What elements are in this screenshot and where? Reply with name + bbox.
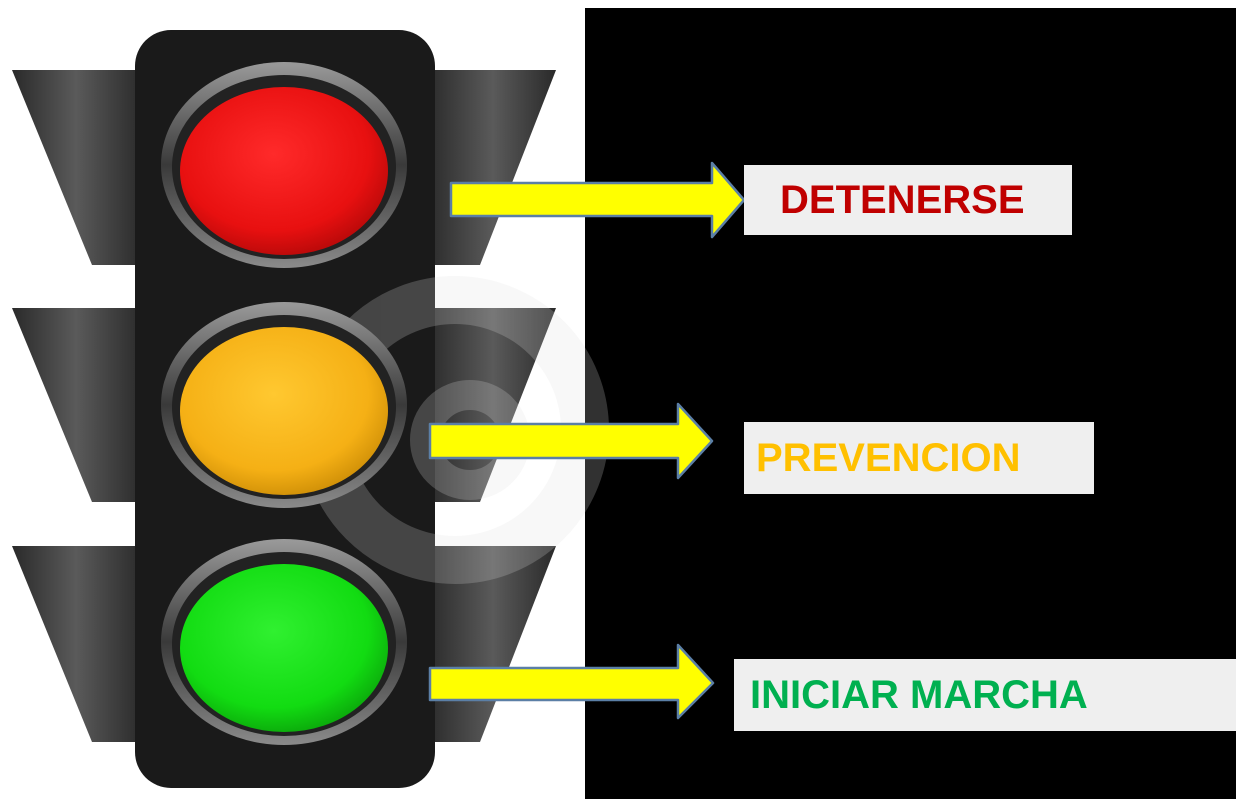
label-iniciar-marcha-box: INICIAR MARCHA (734, 659, 1236, 731)
label-detenerse: DETENERSE (780, 177, 1025, 222)
label-prevencion: PREVENCION (756, 435, 1021, 480)
label-detenerse-box: DETENERSE (744, 165, 1072, 235)
arrow-to-iniciar-marcha (428, 643, 715, 720)
arrow-to-prevencion (428, 402, 714, 480)
amber-light (161, 302, 407, 508)
visor-right-top (430, 70, 556, 265)
visor-left-bottom (12, 546, 140, 742)
green-light (161, 539, 407, 745)
arrow-to-detenerse (449, 161, 746, 239)
visor-left-middle (12, 308, 140, 502)
label-iniciar-marcha: INICIAR MARCHA (750, 672, 1088, 717)
visor-left-top (12, 70, 140, 265)
label-prevencion-box: PREVENCION (744, 422, 1094, 494)
red-light (161, 62, 407, 268)
